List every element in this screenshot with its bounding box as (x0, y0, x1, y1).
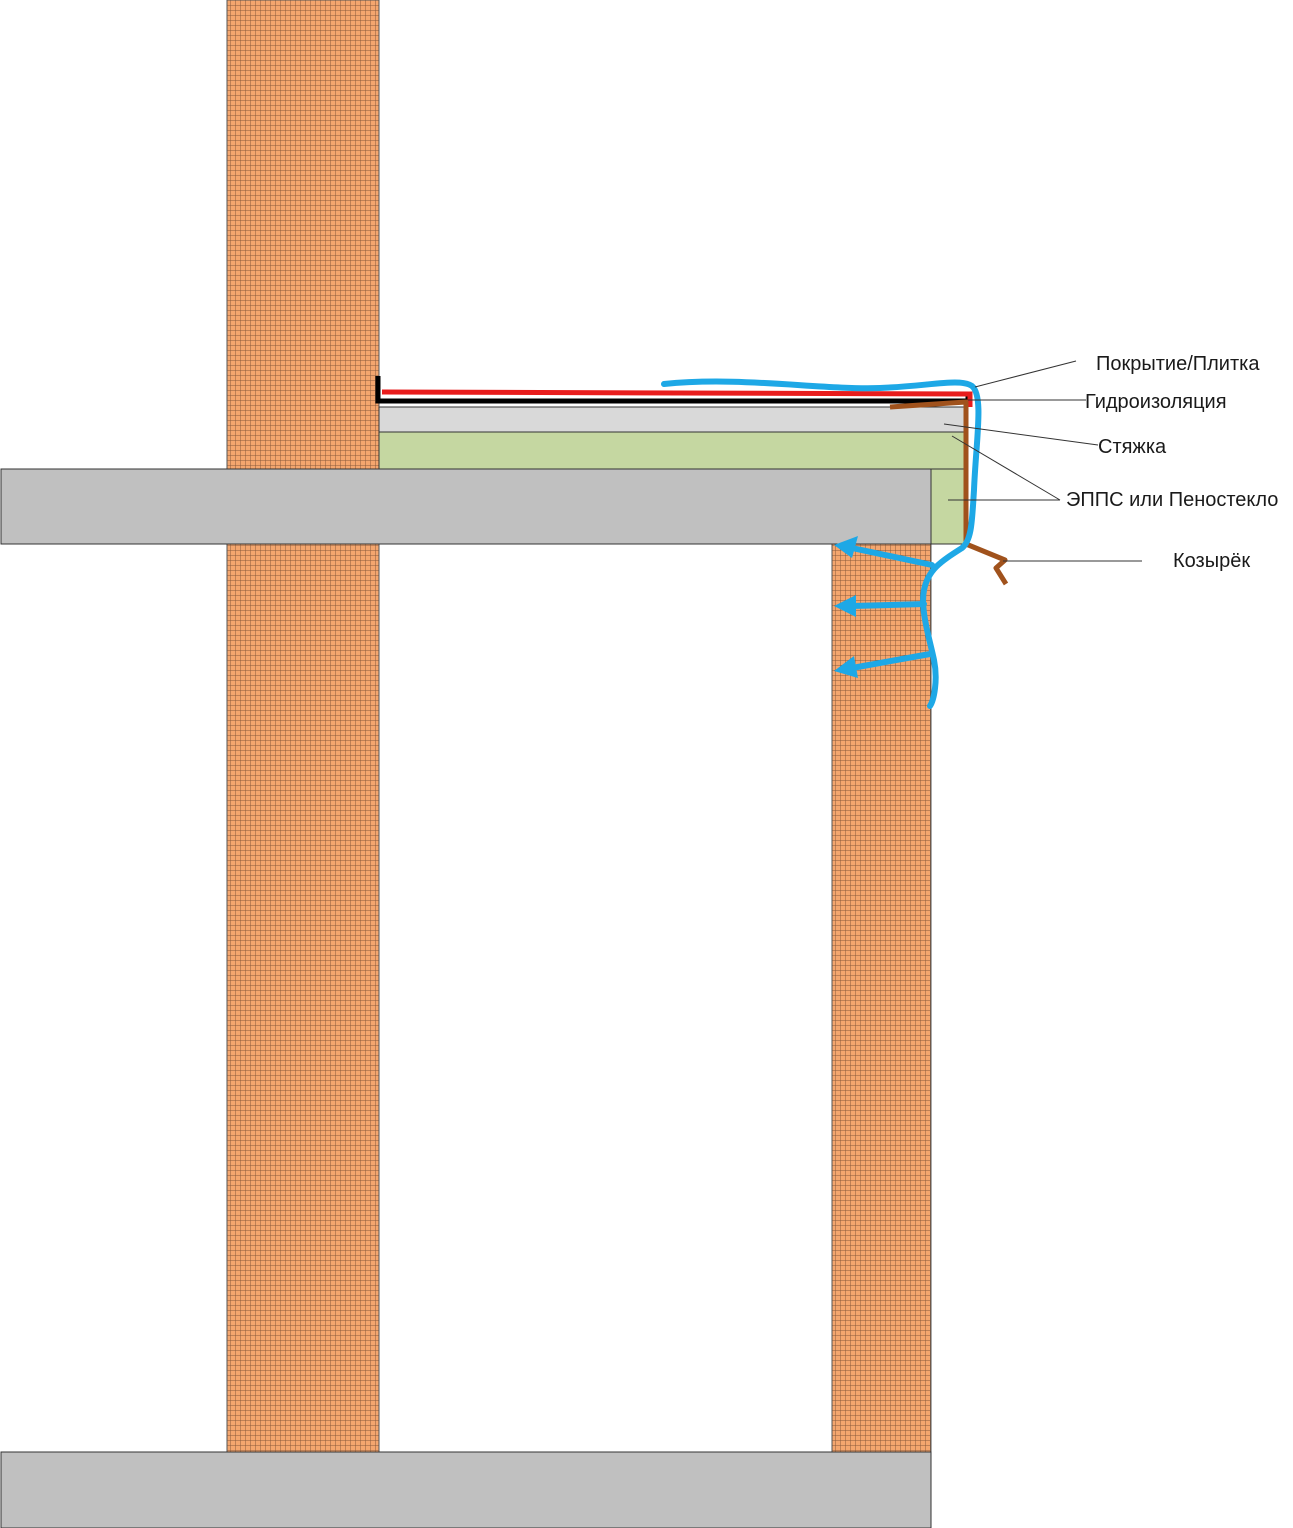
label-drip-edge: Козырёк (1173, 550, 1250, 572)
drip-edge (889, 399, 1009, 586)
covering-layer (381, 389, 973, 407)
floor-slab (0, 1451, 932, 1528)
water-flow-line (661, 378, 982, 709)
label-waterproofing: Гидроизоляция (1085, 391, 1227, 413)
balcony-slab (0, 468, 932, 545)
screed-layer (378, 406, 966, 433)
label-screed: Стяжка (1098, 436, 1167, 458)
label-covering: Покрытие/Плитка (1096, 353, 1260, 375)
insulation-layer (378, 431, 966, 470)
left-brick-wall (226, 0, 380, 1453)
leader-lines (943, 360, 1142, 562)
edge-insulation (930, 468, 966, 545)
label-insulation: ЭППС или Пеностекло (1066, 489, 1278, 511)
water-arrows (834, 536, 935, 678)
right-brick-wall (831, 543, 932, 1453)
